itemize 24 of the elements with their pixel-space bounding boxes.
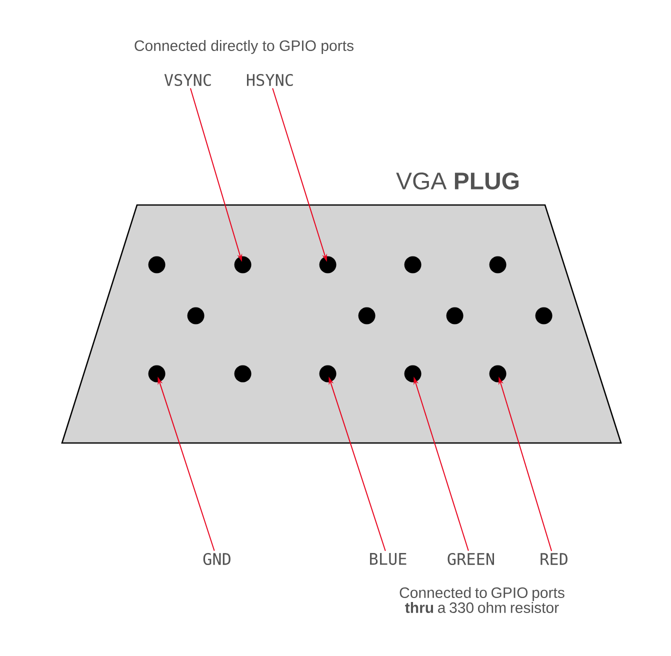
pin-hole (404, 256, 422, 274)
pin-hole (358, 307, 376, 324)
signal-label: GREEN (448, 552, 494, 566)
signal-label: RED (540, 553, 568, 565)
pin-hole (319, 365, 336, 382)
signal-label: BLUE (370, 553, 406, 565)
pin-hole (535, 307, 552, 324)
pin-hole (148, 256, 166, 274)
pin-hole (187, 307, 204, 324)
pin-hole (234, 256, 252, 274)
signal-label: GND (203, 552, 230, 566)
vga-plug-drawing: VGA PLUG (61, 172, 622, 444)
signal-label: HSYNC (247, 74, 293, 86)
pin-hole (319, 256, 336, 274)
pin-hole (489, 256, 506, 274)
pin-hole (404, 365, 422, 382)
pin-hole (446, 307, 464, 324)
pin-hole (489, 365, 506, 382)
pin-hole (148, 365, 166, 382)
note: Connected directly to GPIO ports (134, 40, 354, 54)
node-label: VGA PLUG (396, 172, 519, 190)
pin-hole (234, 365, 252, 382)
note: Connected to GPIO ports thru a 330 ohm resistor (400, 587, 564, 613)
signal-label: VSYNC (164, 74, 211, 86)
